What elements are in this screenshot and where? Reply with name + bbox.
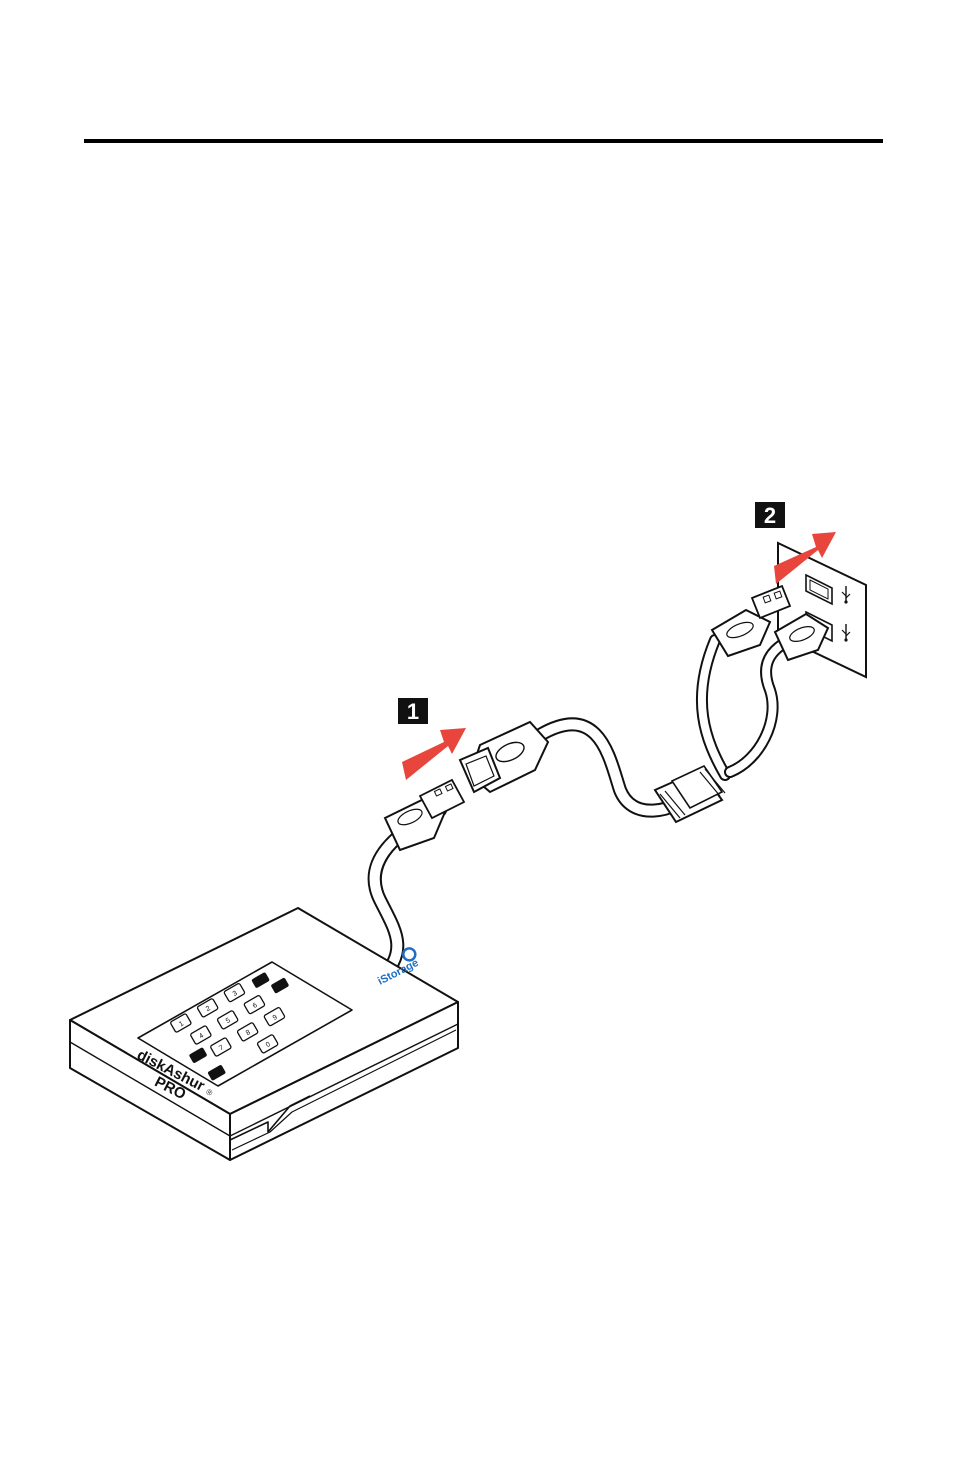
arrow-step-1	[402, 728, 466, 780]
step-badge-2-label: 2	[764, 503, 776, 528]
step-badge-1-label: 1	[407, 699, 419, 724]
usb-female-connector	[460, 722, 548, 792]
step-badge-1: 1	[398, 698, 428, 724]
usb-male-plug	[385, 780, 464, 850]
step-badge-2: 2	[755, 502, 785, 528]
